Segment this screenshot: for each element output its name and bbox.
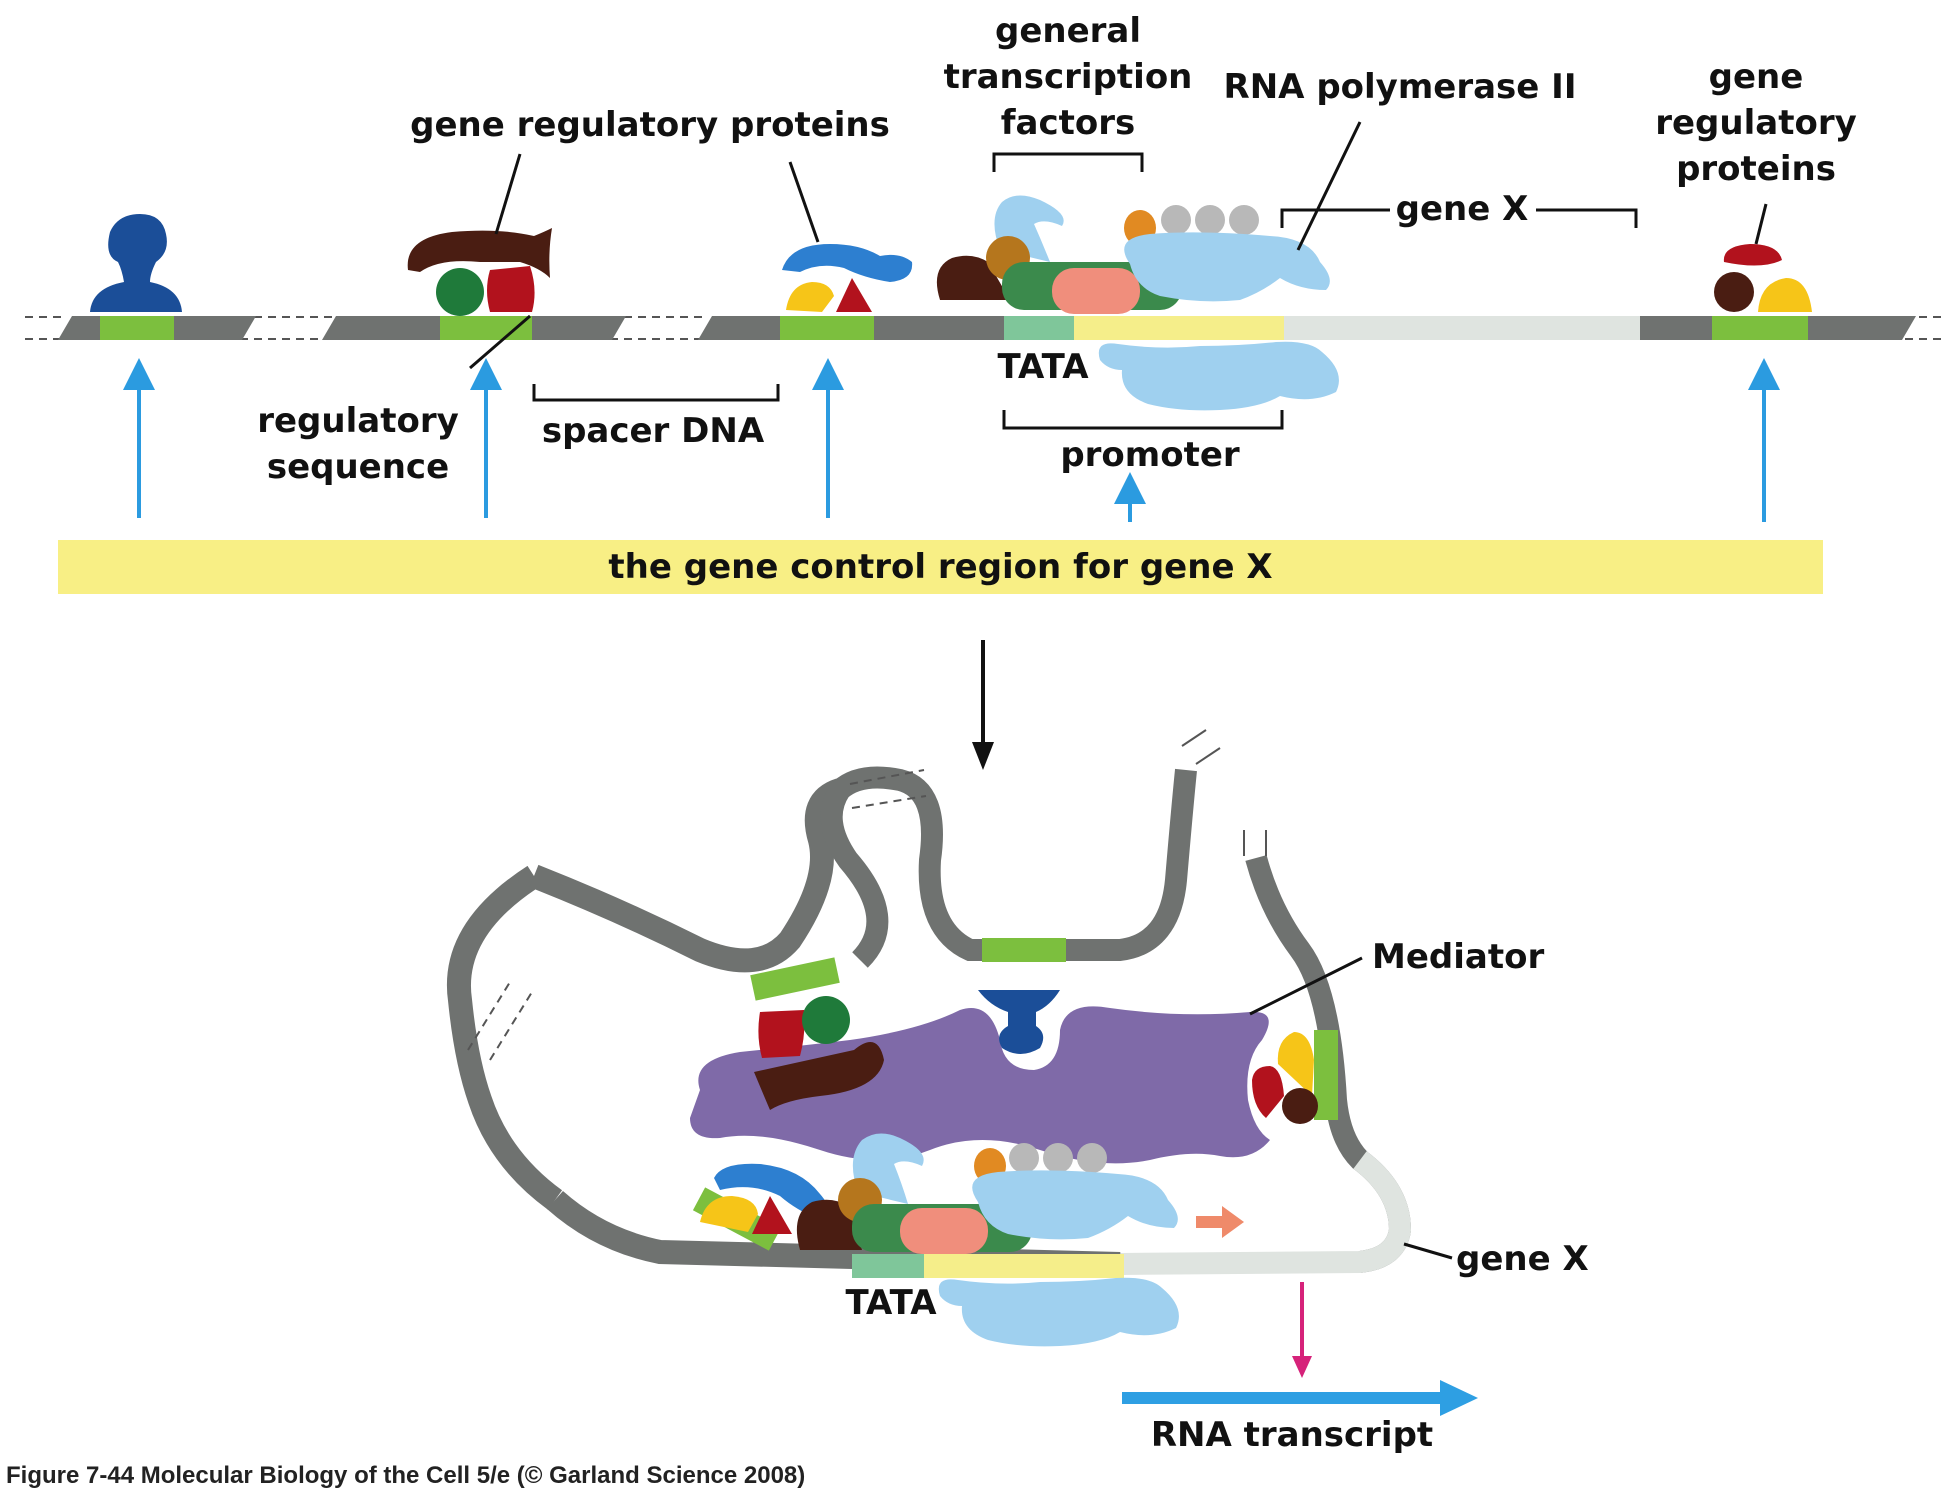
- rna-polymerase-label: RNA polymerase II: [1223, 67, 1577, 107]
- rna-transcript-arrow: [1122, 1380, 1478, 1416]
- promoter-band: [1074, 316, 1284, 340]
- yellow-regulatory-protein: [786, 282, 834, 312]
- yellow-regulatory-protein: [1758, 278, 1812, 312]
- blue-arrows: [123, 358, 1780, 522]
- top-annotations: [469, 121, 1768, 430]
- mediator-label: Mediator: [1372, 937, 1545, 977]
- general-tf-label: general transcription factors: [943, 11, 1193, 143]
- promoter-band: [924, 1254, 1124, 1278]
- dna-loop-top-path: [820, 766, 1197, 968]
- regulatory-site: [750, 957, 840, 1001]
- yellow-regulatory-protein: [700, 1196, 758, 1232]
- transcription-direction-arrow: [1196, 1206, 1244, 1238]
- dna-loop-left: [447, 865, 563, 1210]
- blue-arc-protein: [714, 1163, 828, 1220]
- promoter-bracket: [1002, 410, 1284, 430]
- tata-top-label: TATA: [997, 347, 1089, 387]
- salmon-tf: [900, 1208, 988, 1254]
- blue-arc-protein: [782, 244, 913, 282]
- control-region-band: [58, 540, 1823, 594]
- green-regulatory-protein: [436, 268, 484, 316]
- grey-bead: [1077, 1143, 1107, 1173]
- mediator-complex: [690, 1006, 1270, 1164]
- salmon-tf: [1052, 268, 1140, 314]
- dark-brown-tf: [936, 255, 1010, 300]
- brown-regulatory-protein: [407, 228, 552, 278]
- blue-regulatory-protein: [978, 990, 1060, 1054]
- spacer-bracket: [532, 384, 780, 402]
- general-tf-bracket: [992, 152, 1144, 172]
- regulatory-sequence-label: regulatory sequence: [257, 401, 459, 487]
- promoter-label: promoter: [1060, 435, 1240, 475]
- figure-caption: Figure 7-44 Molecular Biology of the Cel…: [6, 1462, 806, 1489]
- tata-bottom-label: TATA: [845, 1283, 937, 1323]
- spacer-dna-label: spacer DNA: [541, 411, 765, 451]
- tata-box: [852, 1254, 924, 1278]
- control-region-label: the gene control region for gene X: [608, 547, 1273, 587]
- bottom-annotations: [1249, 956, 1453, 1260]
- rna-transcript-label: RNA transcript: [1150, 1415, 1434, 1455]
- top-dna: [25, 316, 1945, 340]
- bottom-proteins: [700, 990, 1318, 1347]
- regulatory-site: [1314, 1030, 1338, 1120]
- blue-regulatory-protein: [90, 214, 182, 312]
- red-regulatory-protein: [1252, 1066, 1284, 1118]
- gene-x-bottom-label: gene X: [1456, 1239, 1589, 1279]
- gene-regulatory-proteins-right-label: gene regulatory proteins: [1655, 57, 1857, 189]
- red-triangle-protein: [836, 278, 872, 312]
- dna-bottom-baseline: [547, 1190, 1121, 1276]
- green-regulatory-protein: [802, 996, 850, 1044]
- tata-box: [1004, 316, 1074, 340]
- grey-bead: [1195, 205, 1225, 235]
- grey-bead: [1229, 205, 1259, 235]
- rna-polymerase-lower: [938, 1277, 1179, 1347]
- rna-polymerase-upper: [972, 1170, 1178, 1240]
- regulatory-site: [780, 316, 874, 340]
- rna-polymerase-upper: [1124, 232, 1330, 302]
- red-triangle-protein: [752, 1196, 792, 1234]
- grey-bead: [1161, 205, 1191, 235]
- red-regulatory-protein: [487, 266, 535, 312]
- red-regulatory-protein: [758, 1010, 805, 1058]
- regulatory-site: [100, 316, 174, 340]
- grey-bead: [1009, 1143, 1039, 1173]
- yellow-regulatory-protein: [1277, 1032, 1314, 1096]
- magenta-arrow: [1292, 1282, 1312, 1378]
- brown-regulatory-protein: [754, 1042, 884, 1110]
- rna-polymerase-lower: [1098, 341, 1339, 411]
- top-proteins: [90, 195, 1812, 411]
- regulatory-site: [982, 938, 1066, 962]
- gene-x-top-label: gene X: [1395, 189, 1529, 229]
- gene-regulatory-proteins-label: gene regulatory proteins: [410, 105, 890, 145]
- gene-x-body-bottom: [1119, 1151, 1412, 1275]
- dna-loop-left-upper: [529, 778, 845, 973]
- brown-regulatory-protein: [1714, 272, 1754, 312]
- brown-regulatory-protein: [1282, 1088, 1318, 1124]
- gene-x-body: [1284, 316, 1640, 340]
- grey-bead: [1043, 1143, 1073, 1173]
- red-regulatory-protein: [1723, 244, 1782, 266]
- transition-arrow: [972, 640, 994, 770]
- gene-x-bracket: [1280, 208, 1638, 228]
- regulatory-site: [1712, 316, 1808, 340]
